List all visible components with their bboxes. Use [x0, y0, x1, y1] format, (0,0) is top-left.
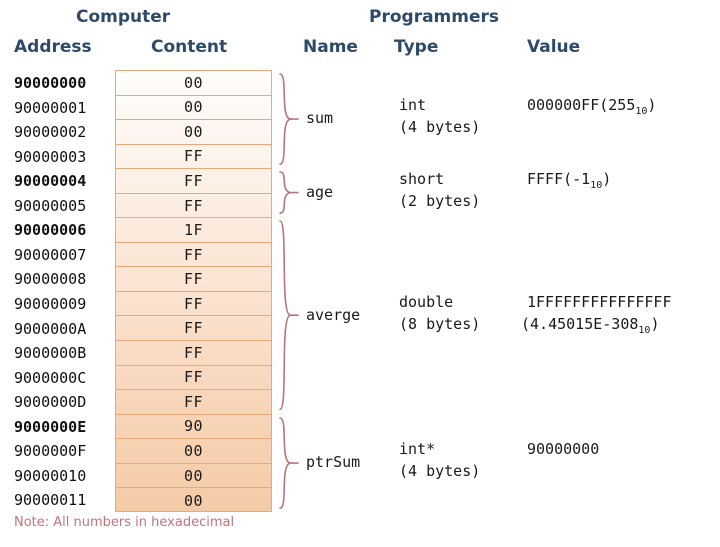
- group-brace: [276, 416, 299, 510]
- memory-cell: FF: [116, 145, 271, 170]
- memory-cell: FF: [116, 390, 271, 415]
- memory-cell-value: 90: [183, 417, 204, 436]
- memory-cell: FF: [116, 267, 271, 292]
- variable-value: 000000FF(25510): [527, 96, 657, 118]
- address-label: 90000005: [14, 196, 87, 215]
- address-label: 90000011: [14, 491, 87, 510]
- address-label: 90000009: [14, 294, 87, 313]
- memory-cell-value: FF: [183, 368, 204, 387]
- address-label: 90000008: [14, 270, 87, 289]
- address-label: 90000004: [14, 172, 87, 191]
- group-brace: [276, 170, 299, 215]
- column-header-content: Content: [151, 37, 228, 57]
- group-brace: [276, 219, 299, 411]
- memory-cell: FF: [116, 341, 271, 366]
- address-label: 9000000B: [14, 344, 87, 363]
- address-label: 90000002: [14, 123, 87, 142]
- memory-cell-value: 00: [183, 442, 204, 461]
- address-label: 90000001: [14, 98, 87, 117]
- memory-cell: FF: [116, 243, 271, 268]
- variable-value-decimal: (4.45015E-30810): [521, 314, 660, 336]
- variable-size: (4 bytes): [399, 118, 481, 137]
- memory-cell: 1F: [116, 218, 271, 243]
- variable-name: averge: [306, 305, 361, 324]
- memory-cell-value: FF: [183, 147, 204, 166]
- memory-cell: FF: [116, 292, 271, 317]
- memory-cell-value: 00: [183, 73, 204, 92]
- note-hexadecimal: Note: All numbers in hexadecimal: [14, 515, 235, 530]
- memory-cell-value: 00: [183, 466, 204, 485]
- variable-value: 1FFFFFFFFFFFFFFF: [527, 292, 672, 311]
- address-label: 90000003: [14, 147, 87, 166]
- memory-cell-value: 00: [183, 98, 204, 117]
- decimal-subscript: 10: [635, 106, 648, 118]
- memory-cell-value: 1F: [183, 221, 204, 240]
- variable-size: (2 bytes): [399, 191, 481, 210]
- memory-cell-value: FF: [183, 294, 204, 313]
- memory-cell-value: FF: [183, 270, 204, 289]
- memory-cell: FF: [116, 366, 271, 391]
- memory-cell: FF: [116, 169, 271, 194]
- decimal-subscript: 10: [638, 324, 651, 336]
- memory-cell-value: FF: [183, 319, 204, 338]
- address-label: 9000000C: [14, 368, 87, 387]
- group-heading-programmers: Programmers: [369, 7, 500, 27]
- memory-cell-value: FF: [183, 343, 204, 362]
- variable-size: (8 bytes): [399, 314, 481, 333]
- memory-cell: FF: [116, 194, 271, 219]
- variable-value: 90000000: [527, 439, 600, 458]
- memory-cell: 00: [116, 96, 271, 121]
- address-label: 90000006: [14, 221, 87, 240]
- variable-type: double: [399, 292, 454, 311]
- memory-cell: 90: [116, 415, 271, 440]
- memory-cell: 00: [116, 71, 271, 96]
- memory-cell: FF: [116, 317, 271, 342]
- variable-type: int: [399, 96, 427, 115]
- address-label: 9000000E: [14, 417, 87, 436]
- address-label: 90000010: [14, 466, 87, 485]
- column-header-type: Type: [394, 37, 439, 57]
- memory-cell-value: 00: [183, 122, 204, 141]
- address-label: 9000000F: [14, 442, 87, 461]
- address-label: 90000007: [14, 245, 87, 264]
- variable-type: int*: [399, 439, 436, 458]
- memory-cell-value: FF: [183, 392, 204, 411]
- variable-value: FFFF(-110): [527, 169, 612, 191]
- memory-cell: 00: [116, 488, 271, 513]
- memory-cell: 00: [116, 464, 271, 489]
- address-label: 90000000: [14, 74, 87, 92]
- memory-cell-value: 00: [183, 491, 204, 510]
- group-brace: [276, 72, 299, 166]
- variable-type: short: [399, 169, 445, 188]
- memory-cell-value: FF: [183, 196, 204, 215]
- variable-size: (4 bytes): [399, 461, 481, 480]
- column-header-name: Name: [303, 37, 358, 57]
- variable-name: ptrSum: [306, 452, 361, 471]
- memory-cell-value: FF: [183, 171, 204, 190]
- address-label: 9000000A: [14, 319, 87, 338]
- memory-cell: 00: [116, 120, 271, 145]
- column-header-value: Value: [527, 37, 581, 57]
- memory-cell-value: FF: [183, 245, 204, 264]
- address-label: 9000000D: [14, 393, 87, 412]
- decimal-subscript: 10: [590, 179, 603, 191]
- group-heading-computer: Computer: [76, 7, 171, 27]
- variable-name: sum: [306, 109, 334, 128]
- variable-name: age: [306, 182, 334, 201]
- memory-cell: 00: [116, 439, 271, 464]
- column-header-address: Address: [14, 37, 92, 57]
